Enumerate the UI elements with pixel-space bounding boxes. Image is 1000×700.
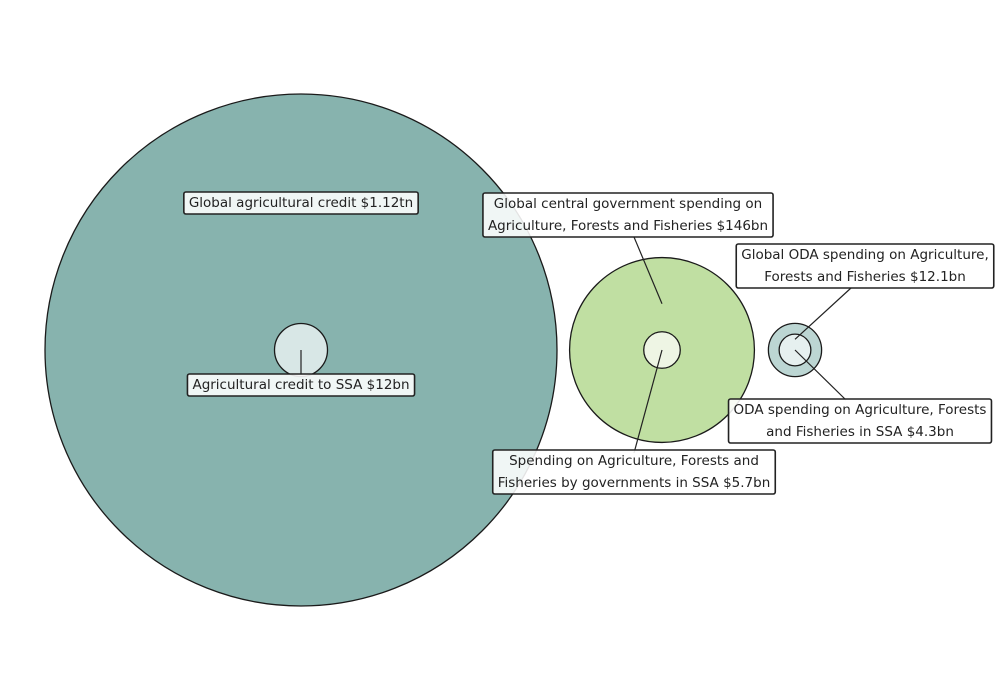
label-box	[186, 373, 416, 397]
label-text: and Fisheries in SSA $4.3bn	[766, 424, 954, 440]
labels-layer: Global agricultural credit $1.12tnAgricu…	[183, 191, 995, 495]
label-text: Spending on Agriculture, Forests and	[509, 453, 759, 469]
label-government-inner: Spending on Agriculture, Forests andFish…	[491, 449, 777, 495]
label-credit-outer: Global agricultural credit $1.12tn	[183, 191, 419, 215]
label-box	[183, 191, 419, 215]
label-text: Global ODA spending on Agriculture,	[741, 247, 989, 263]
label-text: ODA spending on Agriculture, Forests	[734, 402, 987, 418]
leader-oda-inner	[794, 349, 847, 401]
label-text: Fisheries by governments in SSA $5.7bn	[498, 475, 771, 491]
label-text: Global central government spending on	[494, 196, 762, 212]
bubbles-layer	[44, 93, 823, 607]
label-box	[491, 449, 777, 495]
label-box	[735, 243, 995, 289]
label-oda-inner: ODA spending on Agriculture, Forests and …	[727, 398, 993, 444]
leader-lines-layer	[300, 236, 852, 454]
label-text: Global agricultural credit $1.12tn	[189, 195, 413, 211]
label-box	[482, 192, 774, 238]
label-text: Agricultural credit to SSA $12bn	[192, 377, 409, 393]
label-text: Forests and Fisheries $12.1bn	[764, 269, 966, 285]
label-text: Agriculture, Forests and Fisheries $146b…	[488, 218, 768, 234]
label-oda-outer: Global ODA spending on Agriculture, Fores…	[735, 243, 995, 289]
leader-government-outer	[633, 236, 663, 305]
leader-government-inner	[633, 349, 663, 454]
label-box	[727, 398, 993, 444]
leader-oda-outer	[794, 287, 852, 340]
label-credit-inner: Agricultural credit to SSA $12bn	[186, 373, 416, 397]
label-government-outer: Global central government spending on Agr…	[482, 192, 774, 238]
